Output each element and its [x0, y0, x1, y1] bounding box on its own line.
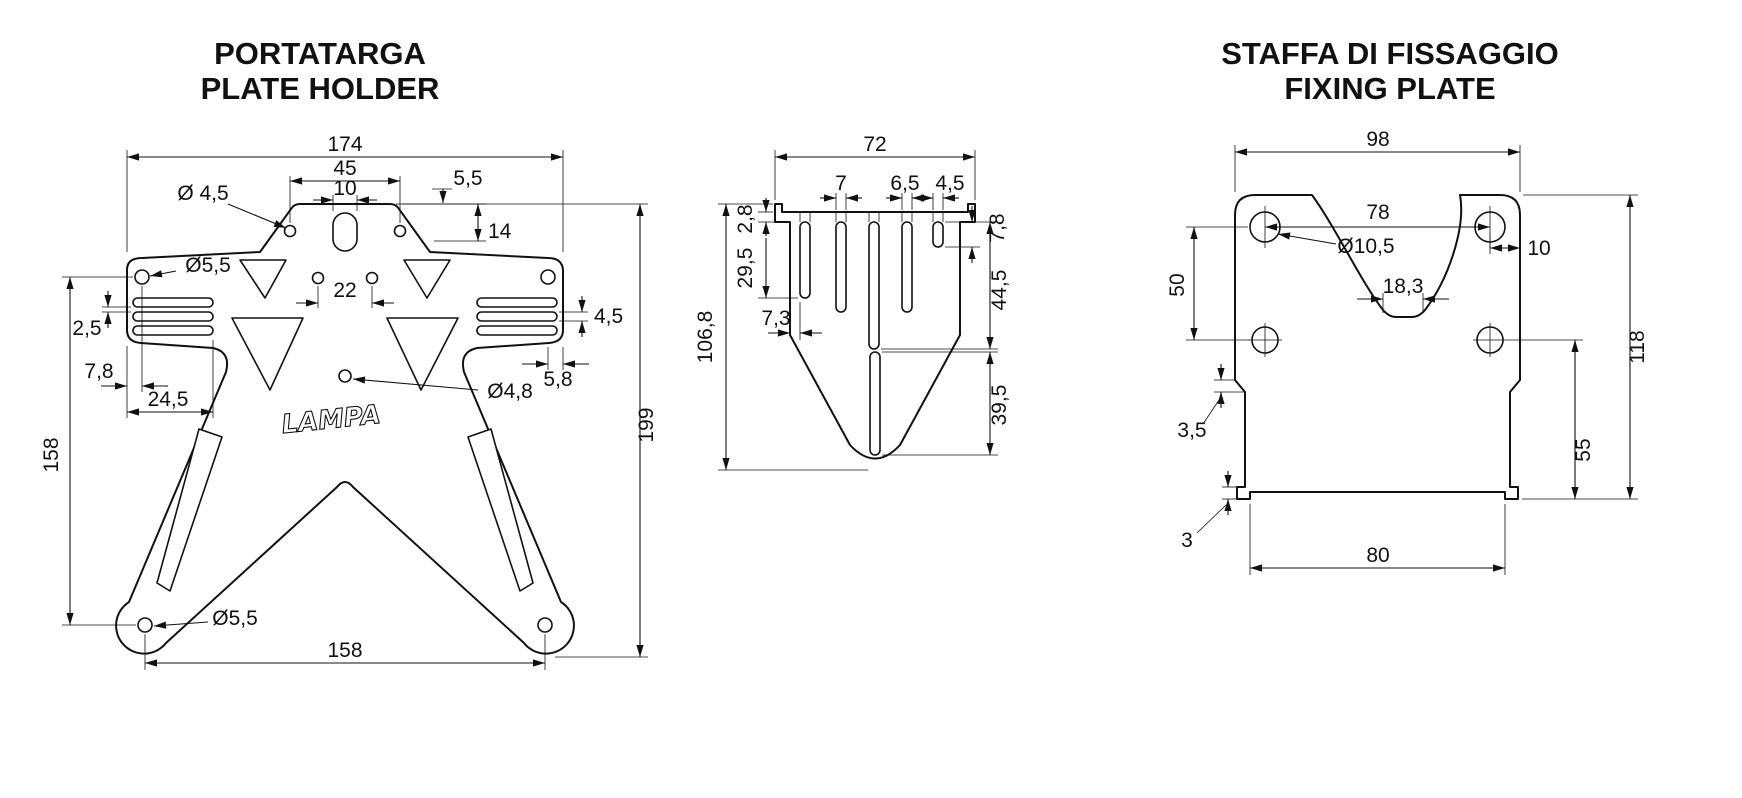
dim-lower-slot: 39,5 [988, 385, 1011, 426]
bracket-slot [901, 221, 913, 313]
bracket-slot [932, 221, 944, 248]
triangle-cutout [386, 317, 459, 391]
dim-top-hole-spacing: 45 [333, 157, 356, 180]
dim-bracket-height: 106,8 [694, 311, 717, 364]
fixing-plate-drawing: 98 78 Ø10,5 10 50 18,3 1 [1166, 128, 1649, 575]
hole [283, 224, 297, 238]
hole [537, 617, 553, 633]
plate-holder-title-en: PLATE HOLDER [201, 71, 440, 106]
triangle-cutout [231, 317, 304, 391]
bracket-dimensions: 72 7 6,5 4,5 2,8 [694, 133, 1011, 471]
dim-long-slot: 44,5 [988, 270, 1011, 311]
dim-mid-hole-spacing: 22 [333, 279, 356, 302]
dim-slot-w3: 4,5 [935, 172, 964, 195]
dim-fixing-width: 98 [1366, 128, 1389, 151]
dim-side-height: 158 [40, 437, 63, 472]
arm-slot [132, 297, 214, 308]
dim-step: 3,5 [1177, 419, 1206, 442]
dim-foot-spacing: 158 [327, 639, 362, 662]
plate-holder-drawing: LAMPA 174 45 10 5,5 Ø 4,5 [40, 133, 658, 670]
dim-fixing-height: 118 [1626, 330, 1649, 363]
dim-hole-drop: 50 [1166, 273, 1189, 296]
dim-center-hole-dia: Ø4,8 [487, 380, 533, 403]
bracket-slot [869, 351, 881, 456]
bracket-slot [799, 221, 811, 299]
fixing-plate-outline [1234, 194, 1521, 500]
dim-tip-offset: 5,8 [543, 368, 572, 391]
fixing-plate-title: STAFFA DI FISSAGGIO FIXING PLATE [1221, 36, 1559, 106]
dim-hole-spacing: 78 [1366, 201, 1389, 224]
dim-bracket-width: 72 [863, 133, 886, 156]
arm-slot [132, 325, 214, 336]
dim-base-width: 80 [1366, 544, 1389, 567]
arm-slot [132, 311, 214, 322]
dim-foot: 3 [1181, 529, 1193, 552]
dim-edge-gap: 7,3 [761, 307, 790, 330]
triangle-cutout [403, 259, 451, 299]
hole [134, 269, 150, 285]
dim-slot-width: 10 [333, 177, 356, 200]
dim-overall-width: 174 [327, 133, 362, 156]
hole [137, 617, 153, 633]
hole [393, 224, 407, 238]
plate-holder-title: PORTATARGA PLATE HOLDER [201, 36, 440, 106]
dim-hole-dia: Ø10,5 [1337, 235, 1394, 258]
dim-overall-height: 199 [635, 407, 658, 442]
bracket-side-view-drawing: 72 7 6,5 4,5 2,8 [694, 133, 1011, 471]
dim-slot-length: 24,5 [148, 388, 189, 411]
triangle-cutout [239, 259, 287, 299]
dim-lip: 2,8 [734, 204, 757, 233]
dim-slot-w1: 7 [835, 172, 847, 195]
dim-upper-slot: 29,5 [734, 248, 757, 289]
dim-tip-to-hole: 7,8 [84, 360, 113, 383]
dim-top-hole-dia: Ø 4,5 [177, 182, 228, 205]
arm-slot [476, 325, 558, 336]
dim-top-depth: 14 [488, 220, 512, 243]
leg-slot [467, 428, 534, 592]
plate-holder-title-it: PORTATARGA [214, 36, 426, 71]
plate-holder-outline [115, 203, 575, 655]
dim-lower-height: 55 [1572, 438, 1595, 461]
arm-slot [476, 297, 558, 308]
arm-slot [476, 311, 558, 322]
slot-ticks [799, 212, 944, 222]
dim-edge-offset: 10 [1527, 237, 1550, 260]
dim-slot-w2: 6,5 [890, 172, 919, 195]
fixing-plate-title-en: FIXING PLATE [1284, 71, 1495, 106]
hole [338, 369, 352, 383]
dim-notch-width: 18,3 [1383, 275, 1424, 298]
bracket-slot [835, 221, 847, 313]
dim-foot-hole-dia: Ø5,5 [212, 607, 258, 630]
dim-side-hole-dia: Ø5,5 [185, 254, 231, 277]
hole [365, 271, 379, 285]
plate-holder-dimensions: 174 45 10 5,5 Ø 4,5 14 Ø [40, 133, 658, 670]
hole [311, 271, 325, 285]
fixing-plate-dimensions: 98 78 Ø10,5 10 50 18,3 1 [1166, 128, 1649, 575]
hole [540, 269, 556, 285]
top-oval-slot [332, 212, 358, 252]
fixing-plate-title-it: STAFFA DI FISSAGGIO [1221, 36, 1559, 71]
leg-slot [156, 428, 223, 592]
dim-slot-height: 4,5 [594, 305, 623, 328]
dim-tab-offset: 5,5 [453, 167, 482, 190]
dim-slot-gap: 2,5 [72, 317, 101, 340]
bracket-slot [868, 221, 880, 350]
